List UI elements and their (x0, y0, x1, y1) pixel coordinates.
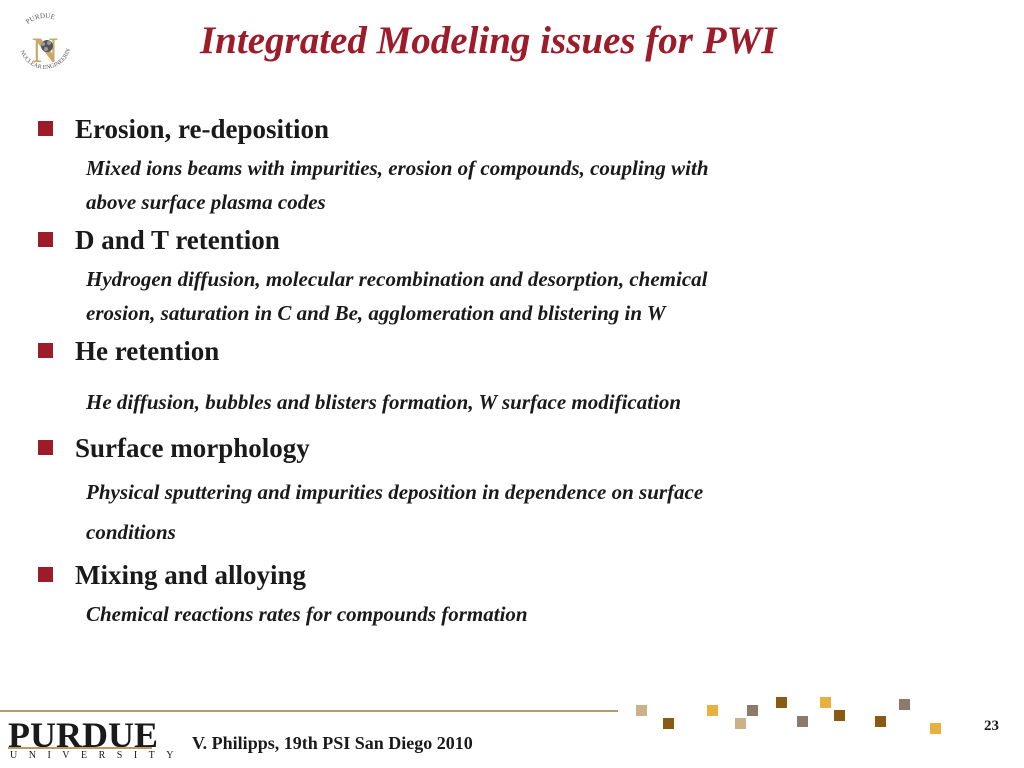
bullet-square-icon (38, 232, 53, 247)
decorative-square (797, 716, 808, 727)
purdue-university-logo: PURDUE UNIVERSITY (8, 714, 174, 764)
decorative-square (899, 699, 910, 710)
list-item: D and T retention Hydrogen diffusion, mo… (38, 225, 958, 330)
page-number: 23 (984, 718, 999, 734)
bullet-heading-row: D and T retention (38, 225, 958, 256)
detail-line: Physical sputtering and impurities depos… (86, 480, 704, 504)
bullet-heading: He retention (75, 336, 220, 366)
bullet-detail: Physical sputtering and impurities depos… (86, 472, 958, 552)
bullet-square-icon (38, 440, 53, 455)
detail-line: above surface plasma codes (86, 190, 326, 214)
bullet-list: Erosion, re-deposition Mixed ions beams … (38, 114, 958, 631)
bullet-detail: Mixed ions beams with impurities, erosio… (86, 151, 958, 219)
decorative-square (663, 718, 674, 729)
bullet-square-icon (38, 343, 53, 358)
nuclear-engineering-logo: PURDUE NUCLEAR ENGINEERING N (10, 10, 72, 71)
decorative-square (747, 705, 758, 716)
bullet-heading: Mixing and alloying (75, 560, 307, 590)
decorative-square (930, 723, 941, 734)
decorative-square (735, 718, 746, 729)
bullet-square-icon (38, 567, 53, 582)
bullet-heading-row: Erosion, re-deposition (38, 114, 958, 145)
list-item: Erosion, re-deposition Mixed ions beams … (38, 114, 958, 219)
decorative-square (875, 716, 886, 727)
detail-line: Hydrogen diffusion, molecular recombinat… (86, 267, 708, 291)
decorative-square (707, 705, 718, 716)
decorative-square (776, 697, 787, 708)
detail-line: conditions (86, 520, 176, 544)
decorative-square (820, 697, 831, 708)
bullet-heading-row: Surface morphology (38, 433, 958, 464)
bullet-heading-row: He retention (38, 336, 958, 367)
svg-text:PURDUE: PURDUE (24, 12, 56, 26)
detail-line: erosion, saturation in C and Be, agglome… (86, 301, 666, 325)
list-item: Surface morphology Physical sputtering a… (38, 433, 958, 552)
detail-line: He diffusion, bubbles and blisters forma… (86, 390, 682, 414)
bullet-heading: D and T retention (75, 225, 280, 255)
footer-credit: V. Philipps, 19th PSI San Diego 2010 (192, 733, 473, 753)
footer-divider (0, 710, 618, 712)
university-wordmark: UNIVERSITY (10, 750, 185, 761)
bullet-detail: He diffusion, bubbles and blisters forma… (86, 385, 958, 419)
list-item: Mixing and alloying Chemical reactions r… (38, 560, 958, 631)
purdue-logo-bar (8, 747, 152, 749)
bullet-detail: Hydrogen diffusion, molecular recombinat… (86, 262, 958, 330)
decorative-square (834, 710, 845, 721)
bullet-heading: Erosion, re-deposition (75, 114, 330, 144)
slide-title: Integrated Modeling issues for PWI (200, 19, 777, 62)
bullet-heading-row: Mixing and alloying (38, 560, 958, 591)
decorative-square (636, 705, 647, 716)
bullet-heading: Surface morphology (75, 433, 310, 463)
bullet-square-icon (38, 121, 53, 136)
detail-line: Chemical reactions rates for compounds f… (86, 602, 528, 626)
detail-line: Mixed ions beams with impurities, erosio… (86, 156, 709, 180)
bullet-detail: Chemical reactions rates for compounds f… (86, 597, 958, 631)
list-item: He retention He diffusion, bubbles and b… (38, 336, 958, 419)
